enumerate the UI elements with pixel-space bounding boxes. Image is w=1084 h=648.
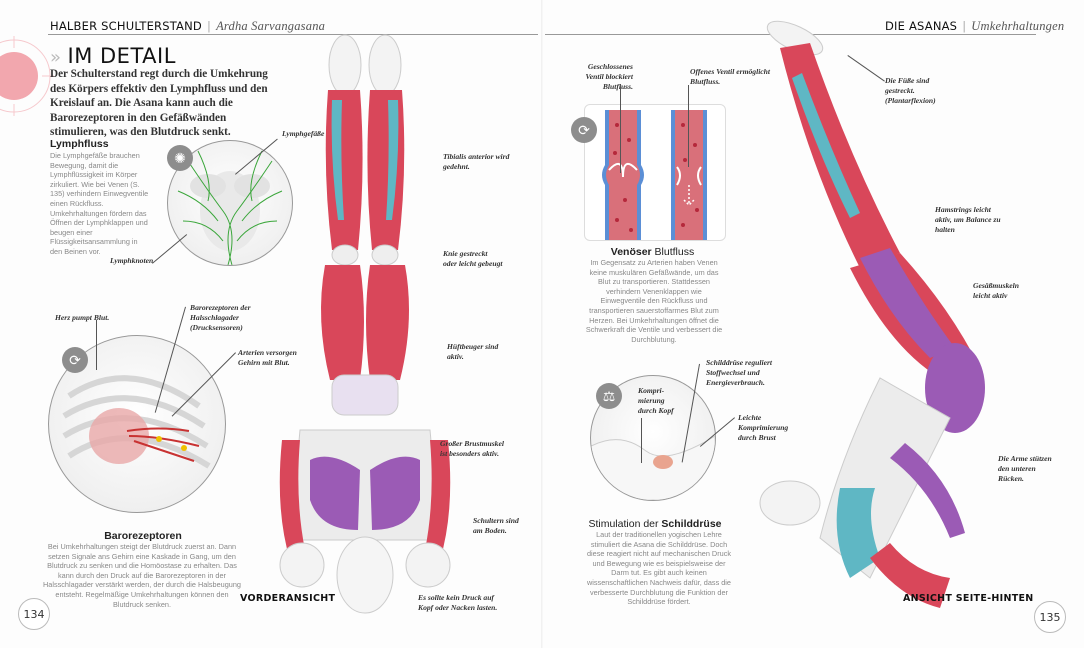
side-view-label: ANSICHT SEITE-HINTEN bbox=[903, 593, 1034, 604]
leader-line bbox=[641, 418, 642, 463]
label-glutes: Gesäßmuskeln leicht aktiv bbox=[973, 281, 1019, 300]
baro-text: Bei Umkehrhaltungen steigt der Blutdruck… bbox=[43, 542, 241, 609]
thyroid-heading-bold: Schilddrüse bbox=[661, 518, 722, 530]
leader-line bbox=[688, 85, 689, 167]
leader-line bbox=[96, 320, 97, 370]
page-gutter bbox=[541, 0, 543, 648]
label-head-pressure: Es sollte kein Druck auf Kopf oder Nacke… bbox=[418, 593, 498, 612]
virus-shield-icon: ✺ bbox=[167, 145, 193, 171]
side-back-figure bbox=[740, 18, 1010, 618]
lymph-text: Die Lymphgefäße brauchen Bewegung, damit… bbox=[50, 151, 149, 256]
thyroid-text: Laut der traditionellen yogischen Lehre … bbox=[587, 530, 731, 607]
right-running-head: DIE ASANAS|Umkehrhaltungen bbox=[885, 19, 1065, 33]
label-hip-flexors: Hüftbeuger sind aktiv. bbox=[447, 342, 499, 361]
page-number-left: 134 bbox=[18, 598, 50, 630]
balance-scale-icon: ⚖ bbox=[596, 383, 622, 409]
label-arteries: Arterien versorgen Gehirn mit Blut. bbox=[238, 348, 297, 367]
veins-heading-bold: Venöser bbox=[610, 246, 652, 258]
decorative-target-circle bbox=[0, 36, 54, 116]
baro-heading: Barorezeptoren bbox=[104, 530, 182, 542]
chevron-icon: » bbox=[50, 47, 62, 68]
page-title: »IM DETAIL bbox=[50, 44, 176, 68]
lymph-illustration bbox=[167, 140, 293, 266]
vein-diagram-box bbox=[584, 104, 726, 241]
label-closed-valve: Geschlossenes Ventil blockiert Blutfluss… bbox=[585, 62, 633, 91]
label-heart: Herz pumpt Blut. bbox=[55, 313, 110, 322]
veins-heading-rest: Blutfluss bbox=[651, 246, 695, 258]
label-thyroid-regulates: Schilddrüse reguliert Stoffwechsel und E… bbox=[706, 358, 773, 387]
lymph-heading: Lymphfluss bbox=[50, 138, 109, 150]
label-lymph-vessels: Lymphgefäße bbox=[282, 129, 325, 138]
veins-heading: Venöser Blutfluss bbox=[565, 246, 740, 258]
label-shoulders: Schultern sind am Boden. bbox=[473, 516, 519, 535]
page-number-right: 135 bbox=[1034, 601, 1066, 633]
thyroid-heading-rest: Stimulation der bbox=[588, 518, 662, 530]
thyroid-heading: Stimulation der Schilddrüse bbox=[560, 518, 750, 530]
label-baroreceptors: Barorezeptoren der Halsschlagader (Druck… bbox=[190, 303, 251, 332]
label-knee: Knie gestreckt oder leicht gebeugt bbox=[443, 249, 503, 268]
header-rule bbox=[48, 34, 538, 35]
label-tibialis: Tibialis anterior wird gedehnt. bbox=[443, 152, 510, 171]
label-feet: Die Füße sind gestreckt. (Plantarflexion… bbox=[885, 76, 936, 105]
title-text: IM DETAIL bbox=[67, 44, 176, 68]
front-view-label: VORDERANSICHT bbox=[240, 593, 336, 604]
left-running-head: HALBER SCHULTERSTAND|Ardha Sarvangasana bbox=[50, 19, 326, 33]
label-hamstrings: Hamstrings leicht aktiv, um Balance zu h… bbox=[935, 205, 1001, 234]
label-open-valve: Offenes Ventil ermöglicht Blutfluss. bbox=[690, 67, 771, 86]
leader-line bbox=[620, 85, 621, 173]
section-name: HALBER SCHULTERSTAND bbox=[50, 19, 202, 33]
veins-text: Im Gegensatz zu Arterien haben Venen kei… bbox=[585, 258, 723, 344]
intro-text: Der Schulterstand regt durch die Umkehru… bbox=[50, 68, 268, 138]
circulation-icon: ⟳ bbox=[571, 117, 597, 143]
label-arms: Die Arme stützen den unteren Rücken. bbox=[998, 454, 1052, 483]
front-view-figure bbox=[270, 20, 460, 615]
label-lymph-nodes: Lymphknoten bbox=[110, 256, 154, 265]
section-name: DIE ASANAS bbox=[885, 19, 958, 33]
label-head-compression: Kompri-mierung durch Kopf bbox=[638, 386, 674, 415]
circulation-icon: ⟳ bbox=[62, 347, 88, 373]
section-subtitle: Umkehrhaltungen bbox=[971, 19, 1065, 33]
section-subtitle: Ardha Sarvangasana bbox=[216, 19, 326, 33]
label-chest-compression: Leichte Komprimierung durch Brust bbox=[738, 413, 789, 442]
label-chest-muscle: Großer Brustmuskel ist besonders aktiv. bbox=[440, 439, 504, 458]
